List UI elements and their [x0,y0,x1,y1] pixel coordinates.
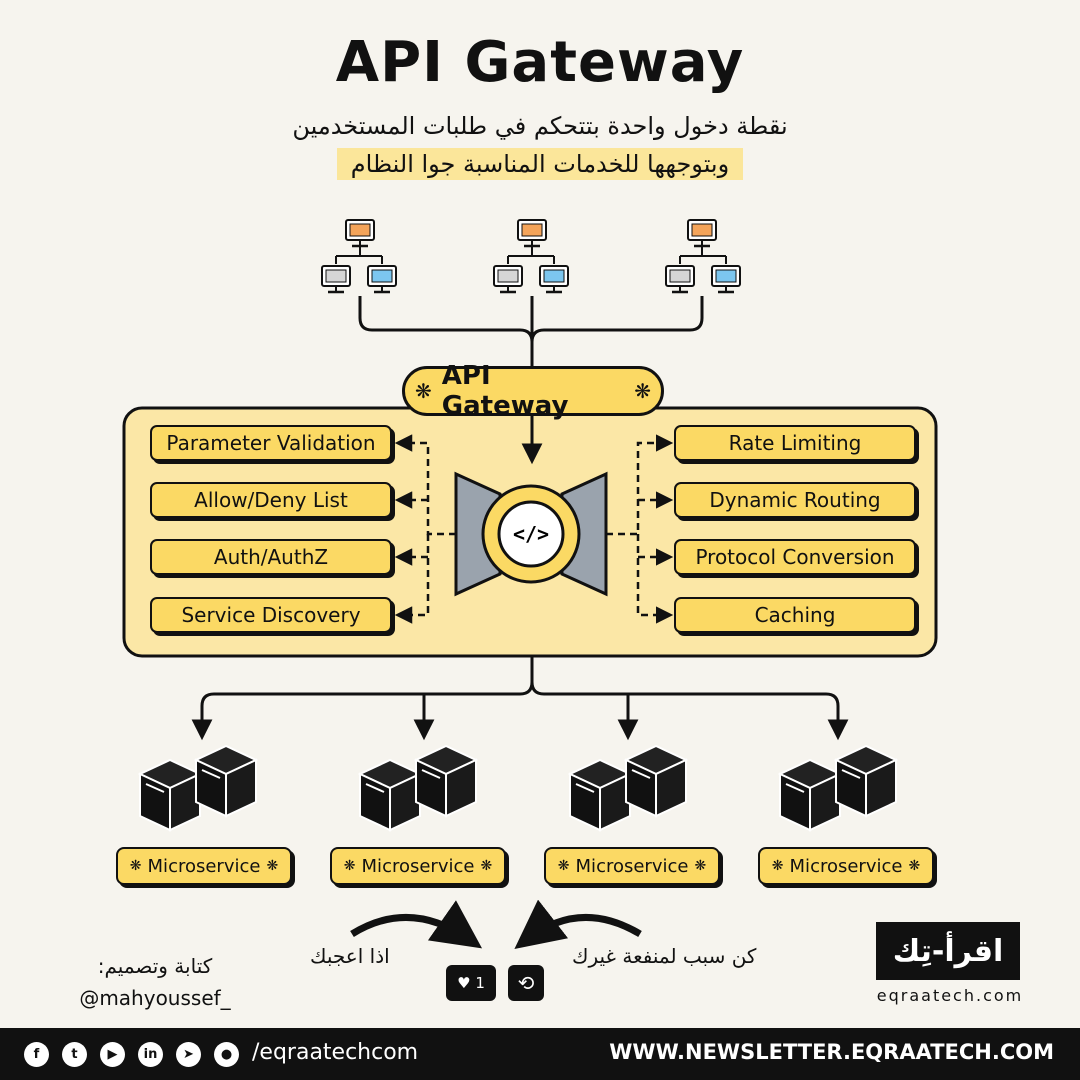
retweet-icon: ⟲ [517,971,535,995]
microservice-cubes-2 [359,745,477,831]
facebook-icon[interactable]: f [24,1042,49,1067]
feature-auth: Auth/AuthZ [150,539,392,575]
cube-icon [625,745,687,817]
right-dashed-links [606,434,674,624]
logo-url[interactable]: eqraatech.com [876,986,1024,1005]
monitor-icon [344,218,376,248]
telegram-icon[interactable]: ➤ [176,1042,201,1067]
star-icon: ❋ [694,858,707,874]
star-icon: ❋ [771,858,784,874]
author-credit: كتابة وتصميم: @mahyoussef_ [70,950,240,1014]
cube-icon [569,759,631,831]
credit-label: كتابة وتصميم: [97,954,213,978]
gateway-label: ❋ API Gateway ❋ [402,361,664,421]
microservice-cubes-3 [569,745,687,831]
microservice-label-4: ❋Microservice❋ [758,847,934,885]
github-icon[interactable]: ● [214,1042,239,1067]
cube-icon [415,745,477,817]
feature-dynamic-routing: Dynamic Routing [674,482,916,518]
monitor-icon [538,264,570,294]
monitor-icon [664,264,696,294]
newsletter-link[interactable]: WWW.NEWSLETTER.EQRAATECH.COM [609,1040,1054,1064]
monitor-icon [710,264,742,294]
monitor-icon [492,264,524,294]
feature-rate-limiting: Rate Limiting [674,425,916,461]
gateway-core-icon: </> [454,471,608,597]
star-icon: ❋ [266,858,279,874]
client-cluster-2 [492,218,570,294]
eqraatech-logo: اقرأ-تِك [876,922,1020,980]
heart-icon: ♥ [457,974,471,992]
cube-icon [835,745,897,817]
client-cluster-1 [320,218,398,294]
social-handle[interactable]: /eqraatechcom [252,1040,419,1065]
linkedin-icon[interactable]: in [138,1042,163,1067]
monitor-icon [366,264,398,294]
service-arrows [191,716,849,741]
like-button[interactable]: ♥ 1 [446,965,496,1001]
star-icon: ❋ [480,858,493,874]
retweet-button[interactable]: ⟲ [508,965,544,1001]
code-icon: </> [513,522,549,546]
star-icon: ❋ [908,858,921,874]
subtitle-line-2-wrap: وبتوجهها للخدمات المناسبة جوا النظام [0,148,1080,180]
client-connector [358,296,704,366]
curved-arrow-right [514,899,642,950]
client-cluster-3 [664,218,742,294]
star-icon: ❋ [343,858,356,874]
monitor-icon [320,264,352,294]
monitor-icon [686,218,718,248]
microservice-cubes-1 [139,745,257,831]
be-reason-text: كن سبب لمنفعة غيرك [572,944,757,968]
microservice-cubes-4 [779,745,897,831]
feature-caching: Caching [674,597,916,633]
star-icon: ❋ [634,379,651,403]
twitter-icon[interactable]: t [62,1042,87,1067]
cube-icon [779,759,841,831]
page-title: API Gateway [335,30,745,95]
services-connector [200,656,840,728]
feature-parameter-validation: Parameter Validation [150,425,392,461]
feature-protocol-conversion: Protocol Conversion [674,539,916,575]
feature-service-discovery: Service Discovery [150,597,392,633]
subtitle-line-1: نقطة دخول واحدة بتتحكم في طلبات المستخدم… [292,112,788,140]
microservice-label-1: ❋Microservice❋ [116,847,292,885]
left-dashed-links [394,434,456,624]
microservice-label-2: ❋Microservice❋ [330,847,506,885]
credit-handle: @mahyoussef_ [79,986,231,1010]
gateway-label-text: API Gateway [441,361,569,421]
star-icon: ❋ [415,379,432,403]
feature-allow-deny-list: Allow/Deny List [150,482,392,518]
youtube-icon[interactable]: ▶ [100,1042,125,1067]
cube-icon [359,759,421,831]
subtitle-line-2: وبتوجهها للخدمات المناسبة جوا النظام [336,148,744,180]
like-count: 1 [475,974,485,992]
microservice-label-3: ❋Microservice❋ [544,847,720,885]
cube-icon [195,745,257,817]
star-icon: ❋ [129,858,142,874]
if-liked-text: اذا اعجبك [310,944,390,968]
cube-icon [139,759,201,831]
monitor-icon [516,218,548,248]
curved-arrow-left [350,900,483,949]
bottom-bar: f t ▶ in ➤ ● /eqraatechcom WWW.NEWSLETTE… [0,1028,1080,1080]
star-icon: ❋ [557,858,570,874]
